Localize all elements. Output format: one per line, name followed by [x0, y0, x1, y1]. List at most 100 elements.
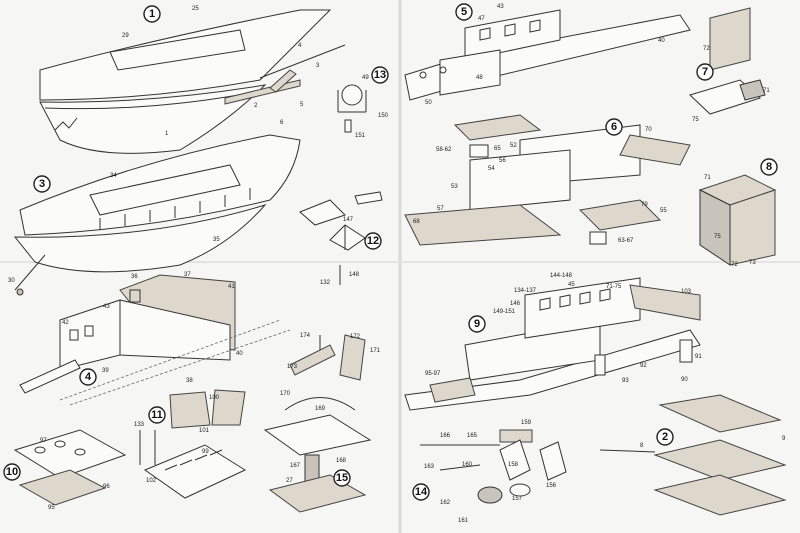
part-label: 49	[362, 75, 369, 81]
step-marker-2: 2	[656, 428, 674, 446]
part-label: 65	[494, 146, 501, 152]
tent-part	[329, 224, 366, 251]
part-label: 39	[102, 368, 109, 374]
curved-part-100	[169, 391, 211, 429]
bowsprit-tip	[16, 288, 24, 296]
step-10-tray	[13, 429, 127, 506]
part-label: 100	[209, 395, 220, 401]
part-label: 156	[546, 483, 557, 489]
tall-panel-72	[709, 7, 751, 71]
svg-text:14: 14	[415, 486, 428, 498]
step-15-table	[263, 414, 372, 513]
svg-text:2: 2	[662, 431, 668, 443]
part-label: 148	[349, 272, 360, 278]
panel-58-62	[469, 144, 489, 158]
cabin-floor	[119, 299, 231, 361]
axle-163	[439, 464, 481, 471]
step-marker-3: 3	[33, 175, 51, 193]
part-labels: 29 25 4 3 2 5 6 1 49 150 151 34 35 30 14…	[8, 4, 786, 524]
part-label: 159	[521, 420, 532, 426]
window-1	[69, 329, 79, 341]
part-label: 97	[40, 438, 47, 444]
step-marker-15: 15	[333, 469, 351, 487]
part-label: 90	[681, 377, 688, 383]
wheelhouse-windows	[539, 288, 611, 311]
part-label: 71	[704, 175, 711, 181]
cabin-front-block	[439, 49, 501, 96]
main-deck	[404, 329, 701, 411]
part-label: 27	[286, 478, 293, 484]
part-label: 162	[440, 500, 451, 506]
step-marker-7: 7	[696, 63, 714, 81]
step-marker-13: 13	[371, 66, 389, 84]
part-label: 166	[440, 433, 451, 439]
hidden-rails	[59, 319, 291, 406]
curved-part-100b	[211, 389, 246, 426]
part-label: 6	[280, 120, 284, 126]
part-label: 72	[703, 46, 710, 52]
rod-part	[259, 44, 346, 79]
part-label: 151	[355, 133, 366, 139]
lamp-pin	[344, 119, 352, 133]
step-marker-8: 8	[760, 158, 778, 176]
part-label: 40	[658, 38, 665, 44]
step-marker-12: 12	[364, 232, 382, 250]
part-label: 149-151	[493, 309, 516, 315]
panel-147a	[299, 199, 346, 226]
part-label: 160	[462, 462, 473, 468]
plate-9a	[658, 394, 782, 433]
svg-text:12: 12	[367, 235, 379, 247]
part-label: 75	[714, 234, 721, 240]
deck-with-rail	[19, 134, 301, 236]
roof-panel-65	[453, 114, 542, 141]
part-label: 134-137	[514, 288, 537, 294]
upper-wheelhouse	[524, 277, 641, 339]
step-marker-10: 10	[3, 463, 21, 481]
part-label: 8	[640, 443, 644, 449]
step-marker-5: 5	[455, 3, 473, 21]
plate-9c	[653, 474, 787, 516]
tray-top-97	[13, 429, 127, 479]
grill-slots	[164, 449, 223, 471]
door-90	[679, 339, 693, 363]
part-label: 54	[488, 166, 495, 172]
step-3-hull-railing	[13, 134, 301, 296]
part-label: 34	[110, 173, 117, 179]
svg-text:7: 7	[702, 66, 708, 78]
step-mid-parts	[284, 334, 366, 411]
part-label: 42	[62, 320, 69, 326]
part-label: 4	[298, 43, 302, 49]
svg-text:5: 5	[461, 6, 467, 18]
part-label: 53	[451, 184, 458, 190]
svg-text:1: 1	[149, 8, 155, 20]
deck-opening	[109, 29, 246, 71]
part-label: 133	[134, 422, 145, 428]
bracket-158	[499, 439, 531, 481]
part-label: 57	[437, 206, 444, 212]
bowsprit	[14, 254, 46, 291]
part-label: 55	[660, 208, 667, 214]
part-label: 132	[320, 280, 331, 286]
step-12-parts	[299, 191, 383, 285]
portholes	[419, 66, 447, 79]
svg-text:9: 9	[474, 318, 480, 330]
curved-169	[289, 344, 336, 376]
part-label: 172	[350, 334, 361, 340]
step-marker-14: 14	[412, 483, 430, 501]
lamp-bracket	[337, 90, 367, 113]
base-27	[268, 474, 367, 513]
part-label: 174	[300, 333, 311, 339]
part-label: 163	[424, 464, 435, 470]
part-label: 169	[315, 406, 326, 412]
step-11-parts	[139, 389, 247, 499]
part-label: 92	[640, 363, 647, 369]
panel-147b	[354, 191, 383, 205]
part-label: 58-62	[436, 147, 452, 153]
part-label: 47	[478, 16, 485, 22]
part-label: 165	[467, 433, 478, 439]
part-label: 72	[731, 262, 738, 268]
step-6-cabin-panels	[404, 114, 691, 246]
lamp-head	[341, 84, 363, 106]
